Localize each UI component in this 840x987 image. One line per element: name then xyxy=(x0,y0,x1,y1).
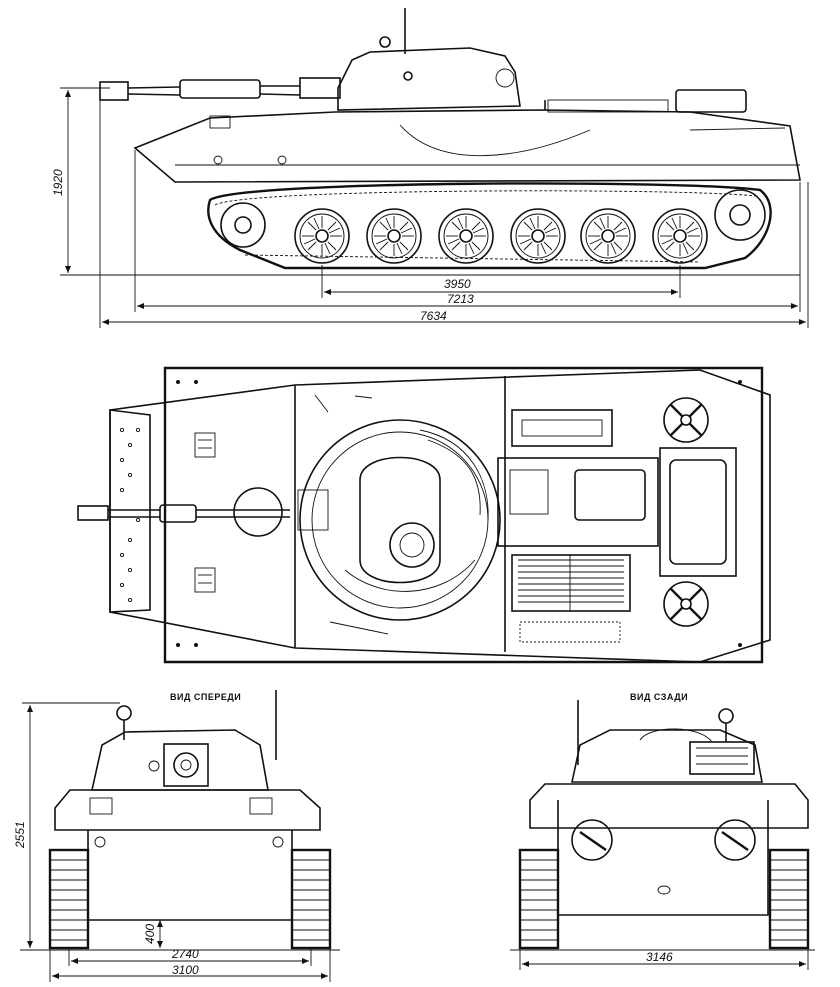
hull-length-label: 7213 xyxy=(447,292,474,306)
overall-length-label: 7634 xyxy=(420,309,447,323)
rear-view-caption: ВИД СЗАДИ xyxy=(630,692,688,702)
height-label: 1920 xyxy=(51,169,65,196)
overall-length-dimension: 7634 xyxy=(99,100,809,328)
turret xyxy=(337,47,521,111)
front-turret xyxy=(91,729,269,791)
front-height-dimension: 2551 xyxy=(13,702,120,948)
front-height-label: 2551 xyxy=(13,821,27,849)
ground-clearance-dimension: 400 xyxy=(143,920,163,948)
top-hull-outline xyxy=(163,366,764,664)
rear-width-dimension: 3146 xyxy=(519,948,809,970)
turret-ring xyxy=(299,419,501,621)
track-width-dimension: 2740 xyxy=(68,947,312,966)
rear-hull xyxy=(529,783,809,829)
hull xyxy=(133,109,801,183)
rear-tracks xyxy=(518,848,810,950)
rear-turret xyxy=(571,729,763,783)
top-view xyxy=(77,366,771,664)
front-width-dimension: 3100 xyxy=(49,948,331,982)
front-width-label: 3100 xyxy=(172,963,199,977)
front-tracks xyxy=(48,848,332,950)
hull-length-dimension: 7213 xyxy=(134,150,801,312)
wheelbase-dimension: 3950 xyxy=(321,265,681,298)
track-width-label: 2740 xyxy=(171,947,199,961)
wheelbase-label: 3950 xyxy=(444,277,471,291)
front-view-caption: ВИД СПЕРЕДИ xyxy=(170,692,241,702)
gun-barrel xyxy=(99,77,341,101)
side-view: 1920 3950 7213 7634 xyxy=(51,8,809,328)
rear-view: ВИД СЗАДИ xyxy=(510,692,815,970)
gun-barrel-top xyxy=(77,487,290,537)
ground-clearance-label: 400 xyxy=(143,924,157,944)
rear-width-label: 3146 xyxy=(646,950,673,964)
front-hull xyxy=(54,789,321,831)
height-dimension: 1920 xyxy=(51,87,110,273)
road-wheels xyxy=(294,208,708,264)
track xyxy=(207,182,772,270)
front-view: ВИД СПЕРЕДИ xyxy=(13,690,340,982)
